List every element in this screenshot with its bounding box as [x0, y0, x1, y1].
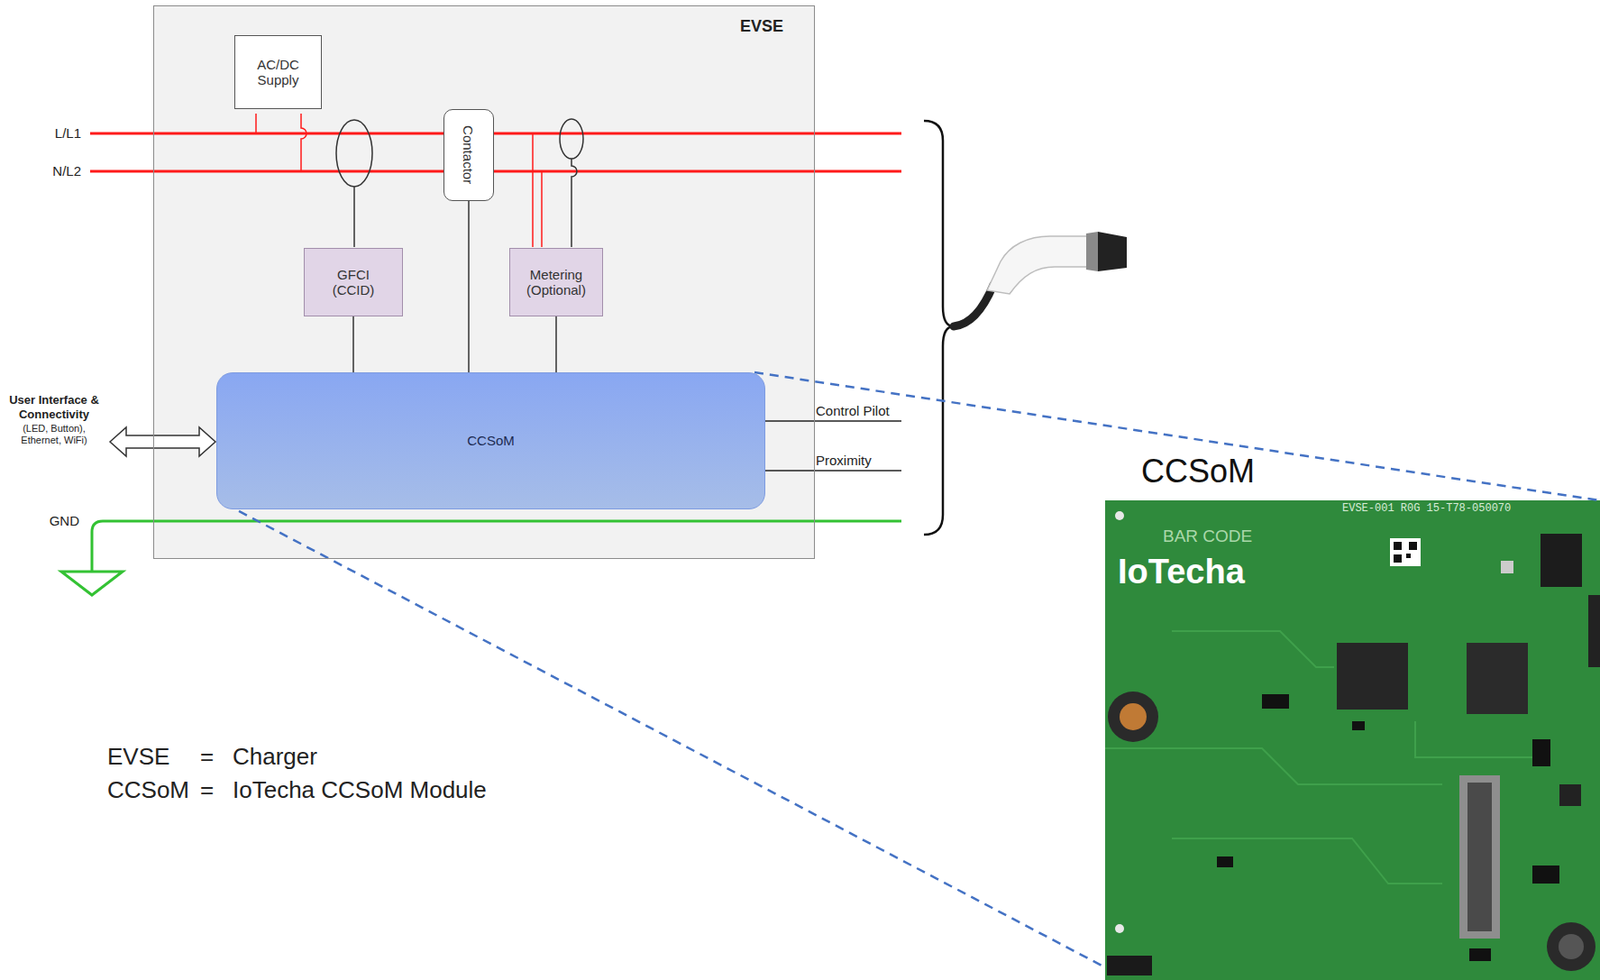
gfci-box: GFCI (CCID) [303, 247, 403, 317]
supply-tap-wire [301, 113, 307, 172]
wire-name: N/L2 [52, 163, 82, 180]
double-arrow [109, 427, 216, 457]
legend-term: CCSoM [107, 776, 190, 805]
meter-tap-wire [531, 133, 534, 247]
pcb-trace [1415, 721, 1533, 758]
inductor-core [1558, 933, 1584, 960]
cable-bracket [923, 120, 954, 535]
signal-name: Control Pilot [815, 402, 890, 420]
pcb-trace [1105, 748, 1443, 785]
line-n-l2-wire [90, 170, 902, 174]
smd-part [1216, 856, 1234, 868]
box-label: GFCI (CCID) [324, 266, 383, 299]
smd-part [1469, 948, 1491, 961]
legend-meaning: IoTecha CCSoM Module [232, 776, 487, 805]
power-supply-box: AC/DC Supply [234, 35, 322, 110]
processor-chip [1336, 642, 1408, 710]
control-wire [555, 316, 558, 373]
current-transformer [336, 119, 373, 187]
signal-name: Proximity [815, 452, 872, 469]
inductor [1107, 691, 1159, 742]
contactor-box: Contactor [443, 109, 494, 202]
mounting-hole [1115, 511, 1125, 521]
memory-chip [1466, 642, 1528, 714]
plug-collar [1086, 231, 1098, 272]
plug-handle [987, 236, 1091, 294]
module-box: CCSoM [216, 372, 766, 510]
smd-part [1532, 865, 1560, 884]
inductor [1546, 922, 1596, 971]
card-slot-inner [1467, 782, 1492, 932]
proximity-wire [764, 469, 902, 471]
legend-term: EVSE [107, 742, 170, 771]
smd-part [1559, 784, 1582, 806]
charging-cable [953, 284, 994, 327]
ground-symbol [61, 571, 123, 595]
control-pilot-wire [764, 420, 902, 421]
qr-mark [1406, 553, 1411, 558]
pcb-trace [1171, 630, 1335, 668]
push-button [1500, 560, 1514, 574]
housing-title: EVSE [740, 17, 784, 37]
qr-code [1389, 538, 1421, 567]
metering-box: Metering (Optional) [509, 247, 604, 317]
evse-housing-fill [153, 5, 815, 559]
sense-wire [353, 186, 356, 247]
board-marking: BAR CODE [1162, 526, 1253, 548]
current-transformer [559, 118, 584, 159]
qr-mark [1393, 554, 1402, 563]
box-label: Metering (Optional) [518, 266, 595, 299]
pcb-trace [1171, 838, 1443, 884]
interface-title: User Interface & Connectivity [3, 393, 105, 421]
wire-name: GND [49, 512, 80, 530]
ground-wire [91, 521, 902, 572]
inductor-coil [1119, 703, 1147, 731]
meter-tap-wire [540, 171, 543, 247]
edge-connector [1588, 594, 1600, 668]
legend-equals: = [200, 742, 214, 771]
card-slot [1459, 775, 1500, 939]
smd-part [1261, 694, 1290, 709]
plug-head [1097, 231, 1127, 272]
control-wire [467, 201, 470, 373]
control-wire [352, 316, 355, 373]
legend-equals: = [200, 776, 214, 805]
box-label: AC/DC Supply [250, 56, 307, 89]
qr-mark [1393, 541, 1402, 550]
box-label: Contactor [460, 125, 476, 184]
box-label: CCSoM [466, 432, 515, 448]
evse-housing: EVSE AC/DC SupplyGFCI (CCID) ContactorMete… [153, 5, 815, 559]
qr-mark [1408, 541, 1418, 550]
interface-detail: (LED, Button), Ethernet, WiFi) [3, 422, 105, 447]
wire-name: L/L1 [54, 125, 82, 142]
module-heading: CCSoM [1141, 450, 1255, 494]
supply-tap-wire [255, 113, 257, 134]
legend-meaning: Charger [232, 742, 318, 771]
line-l1-wire [90, 132, 902, 136]
smd-part [1532, 739, 1551, 767]
mounting-hole [1115, 923, 1125, 933]
board-serial: EVSE-001 R0G 15-T78-050070 [1342, 502, 1511, 515]
sense-wire [571, 158, 577, 247]
smd-part [1352, 721, 1365, 731]
pcb-board [1105, 500, 1600, 980]
pin-header [1106, 955, 1152, 976]
ic-chip [1540, 533, 1582, 587]
board-logo: IoTecha [1117, 551, 1245, 594]
